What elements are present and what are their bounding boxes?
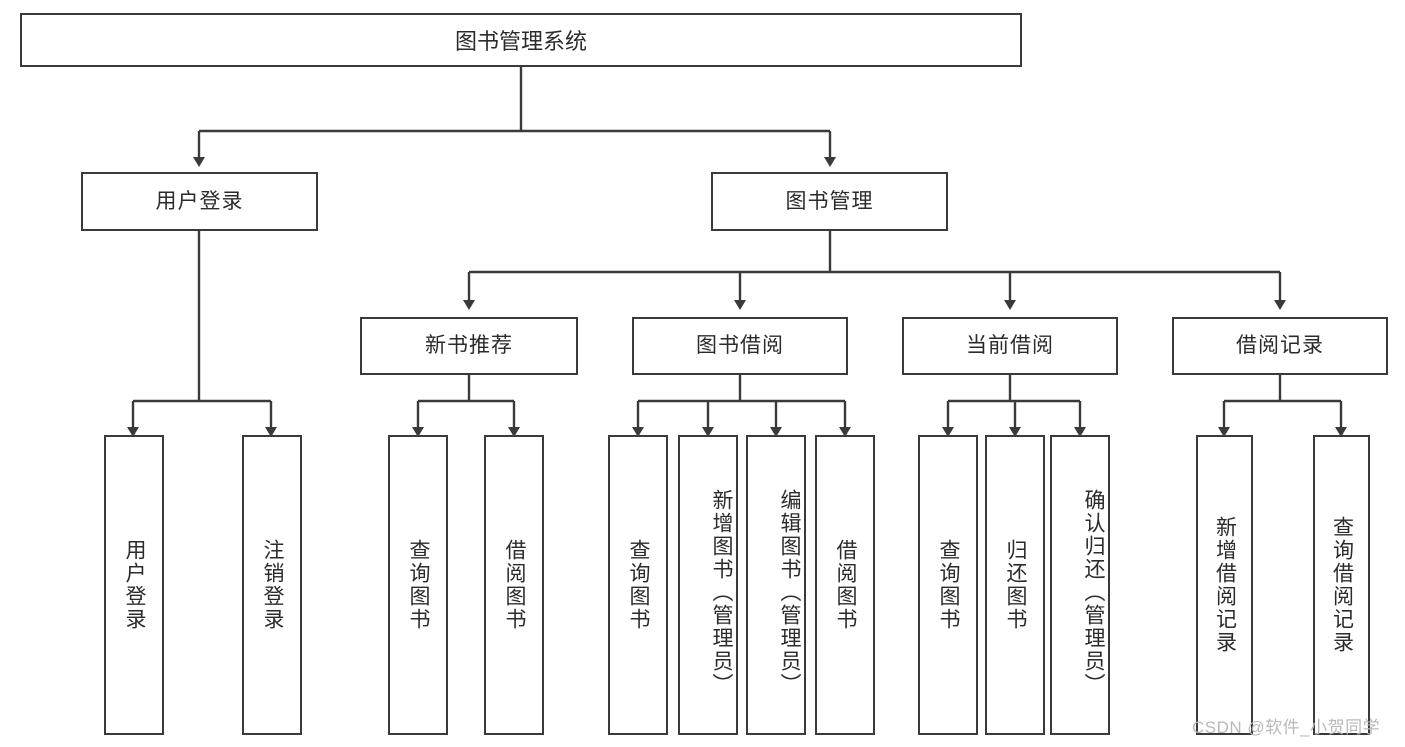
node-label: 借阅图书 bbox=[503, 539, 526, 631]
node-label: 查询借阅记录 bbox=[1330, 516, 1354, 654]
csdn-watermark: CSDN @软件_小贺同学 bbox=[1192, 718, 1381, 737]
leaf-query-book-2[interactable]: 查询图书 bbox=[608, 435, 668, 735]
node-book-management[interactable]: 图书管理 bbox=[711, 172, 948, 231]
node-label: 图书借阅 bbox=[696, 334, 784, 358]
node-label: 查询图书 bbox=[937, 539, 960, 631]
node-label: 当前借阅 bbox=[966, 334, 1054, 358]
node-label: 注销登录 bbox=[261, 539, 284, 631]
leaf-borrow-book-1[interactable]: 借阅图书 bbox=[484, 435, 544, 735]
node-new-book-recommend[interactable]: 新书推荐 bbox=[360, 317, 578, 375]
leaf-add-record[interactable]: 新增借阅记录 bbox=[1196, 435, 1253, 735]
leaf-add-book[interactable]: 新增图书（管理员） bbox=[678, 435, 738, 735]
node-label: 用户登录 bbox=[123, 539, 146, 631]
node-borrow-record[interactable]: 借阅记录 bbox=[1172, 317, 1388, 375]
node-label: 归还图书 bbox=[1004, 539, 1027, 631]
leaf-logout-login[interactable]: 注销登录 bbox=[242, 435, 302, 735]
leaf-edit-book[interactable]: 编辑图书（管理员） bbox=[746, 435, 806, 735]
leaf-borrow-book-2[interactable]: 借阅图书 bbox=[815, 435, 875, 735]
node-label: 新书推荐 bbox=[425, 334, 513, 358]
leaf-query-book-3[interactable]: 查询图书 bbox=[918, 435, 978, 735]
node-root-system[interactable]: 图书管理系统 bbox=[20, 13, 1022, 67]
node-label: 查询图书 bbox=[627, 539, 650, 631]
node-label: 图书管理系统 bbox=[454, 29, 587, 54]
node-label: 编辑图书（管理员） bbox=[778, 488, 801, 696]
node-label: 用户登录 bbox=[155, 189, 244, 213]
node-label: 新增借阅记录 bbox=[1213, 516, 1237, 654]
leaf-query-book-1[interactable]: 查询图书 bbox=[388, 435, 448, 735]
node-label: 图书管理 bbox=[785, 189, 874, 213]
node-label: 新增图书（管理员） bbox=[710, 488, 733, 696]
node-label: 借阅图书 bbox=[834, 539, 857, 631]
leaf-query-record[interactable]: 查询借阅记录 bbox=[1313, 435, 1370, 735]
node-label: 查询图书 bbox=[407, 539, 430, 631]
leaf-user-login[interactable]: 用户登录 bbox=[104, 435, 164, 735]
node-current-borrow[interactable]: 当前借阅 bbox=[902, 317, 1118, 375]
node-user-login[interactable]: 用户登录 bbox=[81, 172, 318, 231]
node-label: 确认归还（管理员） bbox=[1082, 488, 1105, 696]
node-book-borrow[interactable]: 图书借阅 bbox=[632, 317, 848, 375]
leaf-return-book[interactable]: 归还图书 bbox=[985, 435, 1045, 735]
node-label: 借阅记录 bbox=[1236, 334, 1324, 358]
leaf-confirm-return[interactable]: 确认归还（管理员） bbox=[1050, 435, 1110, 735]
